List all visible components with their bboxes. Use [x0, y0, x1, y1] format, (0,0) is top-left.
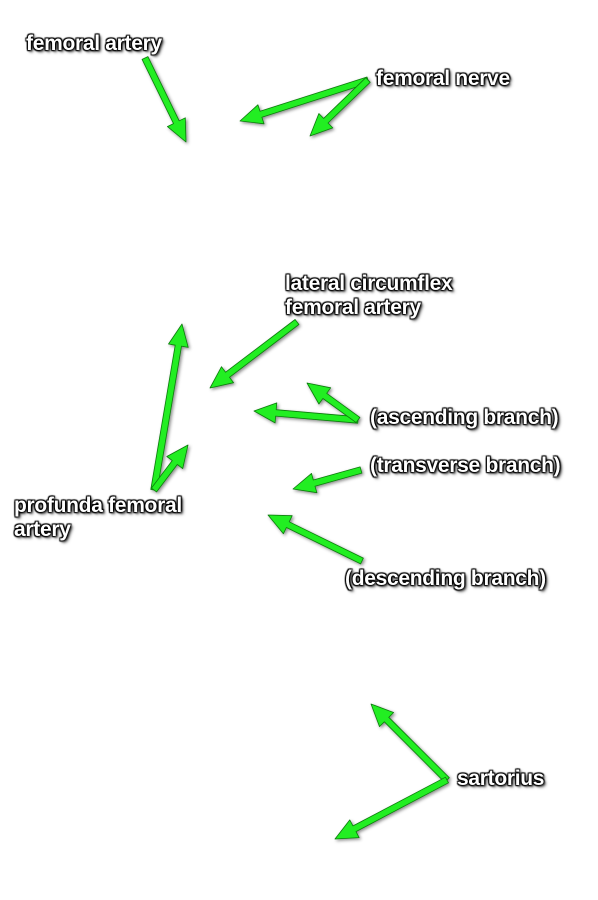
- arrow-descending: [267, 514, 364, 565]
- arrow-sartorius-down: [334, 776, 449, 840]
- label-lateral-circumflex-line2: femoral artery: [285, 296, 421, 319]
- arrow-transverse: [292, 466, 363, 494]
- label-profunda-line2: artery: [14, 518, 71, 541]
- arrow-ascending-1: [253, 402, 359, 424]
- label-sartorius: sartorius: [457, 767, 545, 790]
- label-femoral-artery: femoral artery: [26, 32, 162, 55]
- label-transverse-branch: (transverse branch): [370, 454, 561, 477]
- label-lateral-circumflex-femoral-artery: lateral circumflex femoral artery: [285, 272, 453, 320]
- label-profunda-line1: profunda femoral: [14, 494, 182, 517]
- arrow-femoral-nerve-2: [309, 77, 371, 137]
- arrow-sartorius-up: [370, 703, 450, 783]
- label-ascending-branch: (ascending branch): [370, 406, 559, 429]
- label-profunda-femoral-artery: profunda femoral artery: [14, 494, 182, 542]
- arrow-ascending-2: [306, 382, 361, 424]
- arrow-profunda-up: [150, 323, 189, 491]
- label-descending-branch: (descending branch): [345, 567, 546, 590]
- arrow-femoral-artery: [141, 56, 187, 143]
- label-femoral-nerve: femoral nerve: [376, 67, 510, 90]
- label-lateral-circumflex-line1: lateral circumflex: [285, 272, 453, 295]
- arrow-lateral-circumflex: [209, 319, 300, 389]
- arrow-femoral-nerve-1: [239, 76, 370, 125]
- arrow-profunda-short: [150, 444, 189, 493]
